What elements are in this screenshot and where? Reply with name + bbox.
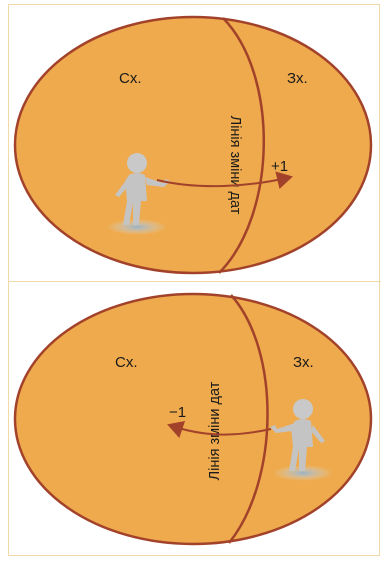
diagram-crossing-westward: Сх. Зх. Лінія зміни дат +1 xyxy=(9,5,381,281)
person-figure-icon xyxy=(270,399,333,481)
change-label: +1 xyxy=(271,158,288,175)
east-label: Сх. xyxy=(119,70,142,87)
person-figure-icon xyxy=(107,153,170,235)
date-line xyxy=(228,294,269,544)
panel-divider xyxy=(9,281,381,282)
date-line xyxy=(218,17,265,274)
date-line-label: Лінія зміни дат xyxy=(207,381,223,480)
globe xyxy=(13,292,373,546)
arrow-icon xyxy=(156,171,293,189)
west-label: Зх. xyxy=(287,70,308,87)
arrow-icon xyxy=(167,421,272,439)
diagram-crossing-eastward: Сх. Зх. Лінія зміни дат −1 xyxy=(9,281,381,557)
change-label: −1 xyxy=(169,404,186,421)
figure-frame: Сх. Зх. Лінія зміни дат +1 xyxy=(8,4,381,557)
globe xyxy=(13,15,373,275)
date-line-label: Лінія зміни дат xyxy=(227,116,243,215)
west-label: Зх. xyxy=(293,354,314,371)
east-label: Сх. xyxy=(115,354,138,371)
